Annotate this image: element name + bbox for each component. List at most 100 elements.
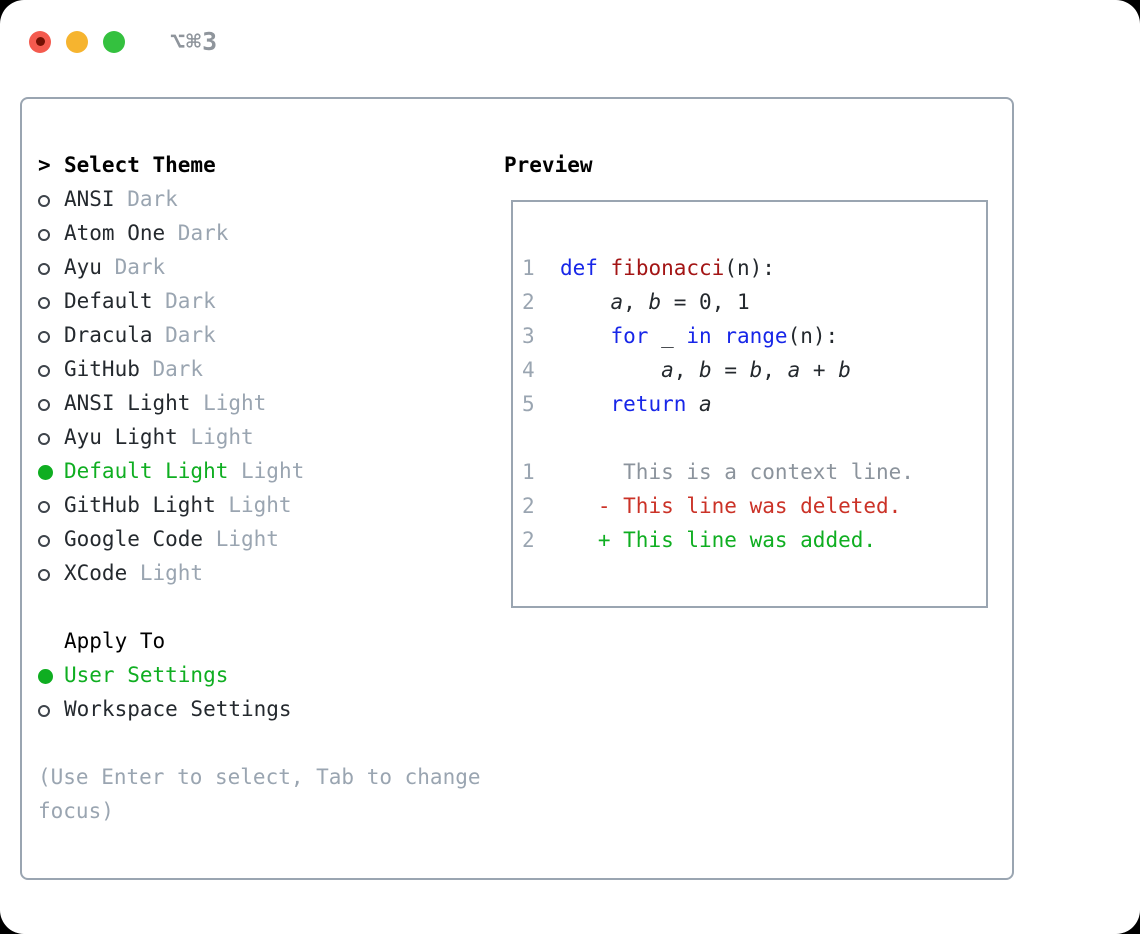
line-number: 5 xyxy=(522,392,560,416)
apply-to-header: Apply To xyxy=(38,624,483,658)
code-segment: return xyxy=(610,392,687,416)
theme-variant-label: Light xyxy=(228,459,305,483)
radio-icon xyxy=(38,386,64,420)
option-label: ANSI xyxy=(64,187,115,211)
diff-deleted-line: 2 - This line was deleted. xyxy=(522,489,986,523)
radio-dot xyxy=(38,399,50,411)
theme-option-ansi-light[interactable]: ANSI Light Light xyxy=(38,386,483,420)
code-segment xyxy=(560,392,611,416)
code-segment: = 0, 1 xyxy=(661,290,750,314)
code-segment xyxy=(712,324,725,348)
theme-option-default-light[interactable]: Default Light Light xyxy=(38,454,483,488)
code-segment: in xyxy=(686,324,712,348)
code-segment: for xyxy=(610,324,649,348)
close-button[interactable] xyxy=(29,30,51,53)
code-line-3: 3 for _ in range(n): xyxy=(522,319,986,353)
theme-variant-label: Dark xyxy=(139,357,204,381)
theme-option-ansi[interactable]: ANSI Dark xyxy=(38,182,483,216)
theme-option-atom-one[interactable]: Atom One Dark xyxy=(38,216,483,250)
radio-icon xyxy=(38,250,64,284)
minimize-button[interactable] xyxy=(66,30,88,53)
radio-dot xyxy=(38,569,50,581)
theme-option-xcode[interactable]: XCode Light xyxy=(38,556,483,590)
radio-dot xyxy=(38,501,50,513)
theme-variant-label: Light xyxy=(177,425,254,449)
code-segment xyxy=(560,290,611,314)
option-label: Ayu xyxy=(64,255,102,279)
theme-option-google-code[interactable]: Google Code Light xyxy=(38,522,483,556)
code-segment: (n): xyxy=(724,256,775,280)
blank-line xyxy=(522,421,986,455)
apply-option-user-settings[interactable]: User Settings xyxy=(38,658,483,692)
line-number: 2 xyxy=(522,494,535,518)
radio-dot xyxy=(38,195,50,207)
maximize-button[interactable] xyxy=(103,30,125,53)
line-number: 2 xyxy=(522,528,535,552)
code-segment: a xyxy=(699,392,712,416)
preview-title: Preview xyxy=(504,153,593,177)
theme-option-ayu-light[interactable]: Ayu Light Light xyxy=(38,420,483,454)
option-label: Dracula xyxy=(64,323,153,347)
radio-dot xyxy=(38,669,53,684)
theme-option-ayu[interactable]: Ayu Dark xyxy=(38,250,483,284)
theme-variant-label: Dark xyxy=(152,323,216,347)
code-segment: - This line was deleted. xyxy=(597,494,902,518)
code-segment: b xyxy=(648,290,662,314)
radio-dot xyxy=(38,535,50,547)
code-segment: a xyxy=(661,358,674,382)
code-segment: = xyxy=(711,358,750,382)
theme-option-github[interactable]: GitHub Dark xyxy=(38,352,483,386)
code-segment xyxy=(598,256,611,280)
diff-added-line: 2 + This line was added. xyxy=(522,523,986,557)
theme-variant-label: Dark xyxy=(165,221,229,245)
code-segment: b xyxy=(749,358,763,382)
code-line-2: 2 a, b = 0, 1 xyxy=(522,285,986,319)
option-label: XCode xyxy=(64,561,128,585)
radio-dot xyxy=(38,705,50,717)
line-number: 2 xyxy=(522,290,560,314)
code-segment: b xyxy=(699,358,712,382)
radio-icon xyxy=(38,318,64,352)
record-dot-icon xyxy=(35,37,45,46)
code-line-5: 5 return a xyxy=(522,387,986,421)
apply-option-workspace-settings[interactable]: Workspace Settings xyxy=(38,692,483,726)
option-label: GitHub xyxy=(64,357,140,381)
prompt-caret-icon: > xyxy=(38,153,51,177)
window-shortcut-label: ⌥⌘3 xyxy=(170,27,219,56)
apply-to-title: Apply To xyxy=(64,629,166,653)
option-label: ANSI Light xyxy=(64,391,191,415)
theme-variant-label: Dark xyxy=(114,187,178,211)
radio-dot xyxy=(38,433,50,445)
code-line-4: 4 a, b = b, a + b xyxy=(522,353,986,387)
code-segment: , xyxy=(623,290,649,314)
line-number: 1 xyxy=(522,460,535,484)
option-label: Default xyxy=(64,289,153,313)
radio-selected-icon xyxy=(38,658,64,692)
theme-option-default[interactable]: Default Dark xyxy=(38,284,483,318)
code-segment: b xyxy=(838,358,851,382)
radio-dot xyxy=(38,263,50,275)
code-segment: + This line was added. xyxy=(597,528,877,552)
code-segment: range xyxy=(724,324,788,348)
code-segment: This is a context line. xyxy=(534,460,914,484)
radio-dot xyxy=(38,331,50,343)
radio-icon xyxy=(38,420,64,454)
theme-option-github-light[interactable]: GitHub Light Light xyxy=(38,488,483,522)
radio-selected-icon xyxy=(38,454,64,488)
theme-option-dracula[interactable]: Dracula Dark xyxy=(38,318,483,352)
option-label: Default Light xyxy=(64,459,229,483)
code-segment xyxy=(535,528,598,552)
code-segment xyxy=(686,392,699,416)
theme-variant-label: Light xyxy=(203,527,279,551)
code-segment: + xyxy=(800,358,839,382)
option-label: GitHub Light xyxy=(64,493,216,517)
radio-dot xyxy=(38,365,50,377)
diff-context-line: 1 This is a context line. xyxy=(522,455,986,489)
code-segment: , xyxy=(762,358,788,382)
radio-icon xyxy=(38,182,64,216)
